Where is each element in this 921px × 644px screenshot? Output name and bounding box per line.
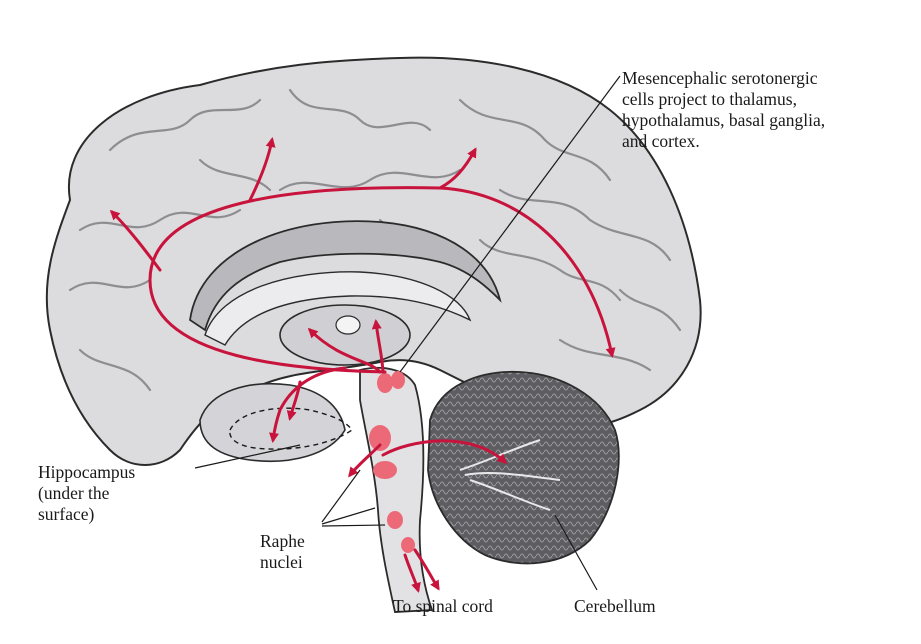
brainstem — [359, 366, 434, 613]
raphe-nuclei — [369, 371, 415, 553]
spinal-cord-label: To spinal cord — [393, 596, 493, 616]
corpus-callosum — [189, 220, 502, 332]
raphe-nuclei-label: Raphe nuclei — [260, 531, 305, 572]
projection-arrows — [109, 137, 616, 593]
leader-lines — [194, 75, 621, 591]
serotonergic-label: Mesencephalic serotonergic cells project… — [622, 68, 826, 151]
cerebellum-label: Cerebellum — [574, 596, 656, 616]
gyri — [68, 88, 682, 392]
hippocampus-label: Hippocampus (under the surface) — [38, 462, 136, 524]
cerebellum — [427, 370, 620, 565]
